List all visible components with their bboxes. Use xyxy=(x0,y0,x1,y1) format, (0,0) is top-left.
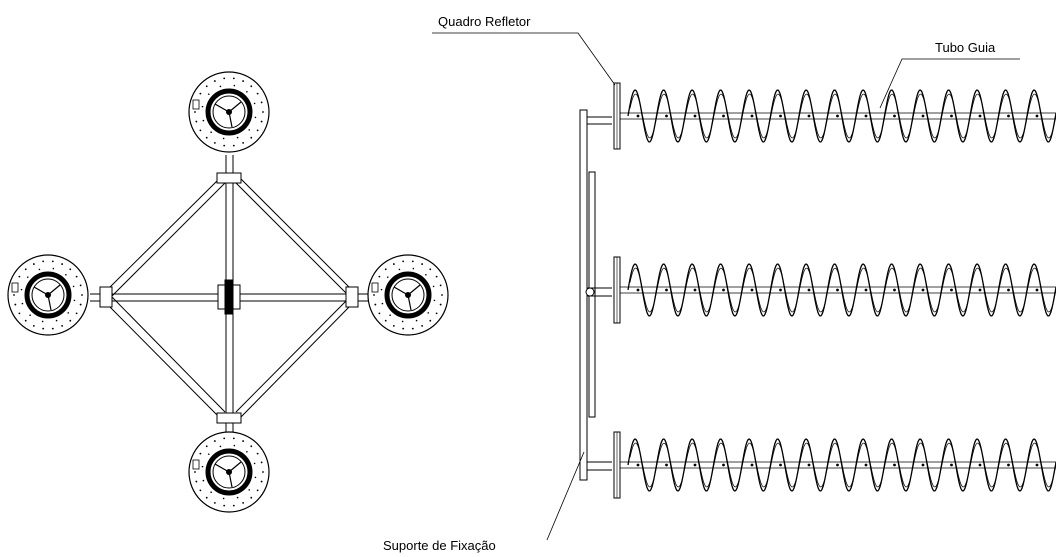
mounting-boom xyxy=(579,109,612,481)
helical-antennas xyxy=(613,82,1056,499)
helical-antenna-2 xyxy=(613,256,1056,324)
antenna-discs xyxy=(7,71,449,513)
antenna-disc-right xyxy=(367,254,449,336)
label-mounting-support: Suporte de Fixação xyxy=(383,538,496,553)
array-side-view xyxy=(579,82,1056,499)
array-front-view xyxy=(7,71,449,513)
antenna-disc-top xyxy=(188,71,270,153)
antenna-disc-left xyxy=(7,254,89,336)
helical-antenna-3 xyxy=(613,431,1056,499)
helical-antenna-1 xyxy=(613,82,1056,150)
callout-mounting-support: Suporte de Fixação xyxy=(383,451,585,553)
label-reflector-frame: Quadro Refletor xyxy=(438,14,531,29)
label-guide-tube: Tubo Guia xyxy=(935,40,996,55)
antenna-disc-bottom xyxy=(188,431,270,513)
callout-reflector-frame: Quadro Refletor xyxy=(432,14,616,86)
diamond-frame xyxy=(104,177,353,419)
callout-guide-tube: Tubo Guia xyxy=(879,40,1020,109)
cross-bars xyxy=(90,155,368,438)
